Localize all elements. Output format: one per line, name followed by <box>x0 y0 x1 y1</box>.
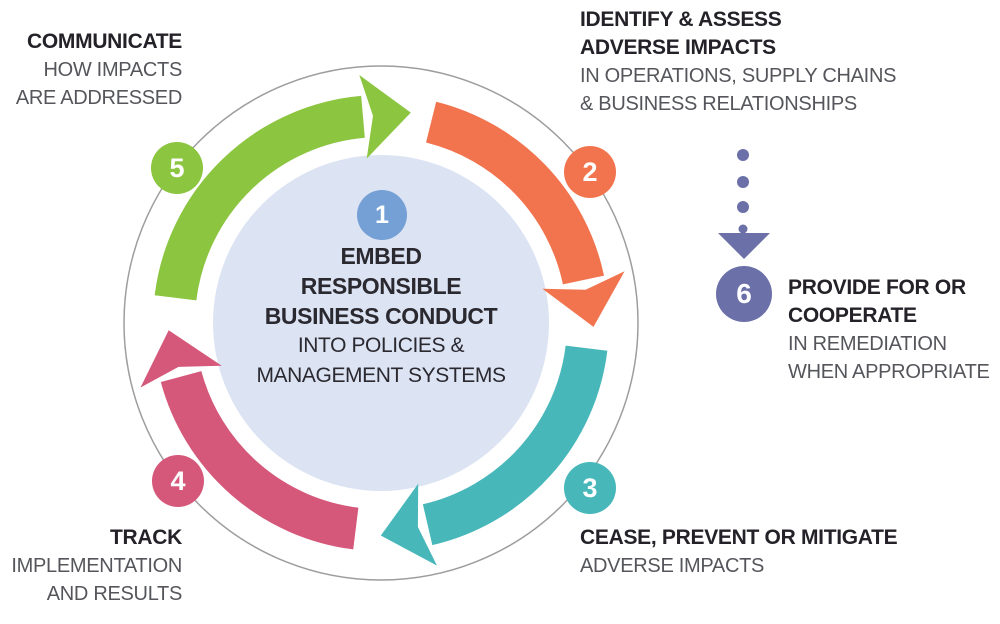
orange-arrowhead-icon <box>542 271 625 327</box>
teal-arrowhead-icon <box>380 483 437 566</box>
step-3-badge: 3 <box>564 462 616 514</box>
step-3-label: CEASE, PREVENT OR MITIGATE ADVERSE IMPAC… <box>580 524 898 580</box>
step-1-number: 1 <box>375 200 389 229</box>
step-2-subtitle-line: & BUSINESS RELATIONSHIPS <box>580 93 857 115</box>
step-2-title-line: IDENTIFY & ASSESS <box>580 8 782 31</box>
step-3-number: 3 <box>582 472 598 503</box>
step-4-number: 4 <box>170 465 186 496</box>
step-6-subtitle-line: IN REMEDIATION <box>788 333 947 355</box>
teal-arc <box>422 345 608 546</box>
step-6-badge: 6 <box>716 266 772 322</box>
step-2-label: IDENTIFY & ASSESS ADVERSE IMPACTS IN OPE… <box>580 6 896 118</box>
center-title-line: RESPONSIBLE <box>300 273 462 299</box>
step-5-title-line: COMMUNICATE <box>27 30 182 53</box>
dotted-connector <box>718 149 770 259</box>
orange-arc <box>425 101 605 285</box>
step-5-number: 5 <box>169 152 185 183</box>
connector-dot <box>737 201 749 213</box>
connector-dot <box>737 149 749 161</box>
step-5-subtitle-line: ARE ADDRESSED <box>15 87 182 109</box>
pink-arrowhead-icon <box>140 330 222 388</box>
step-2-badge: 2 <box>564 146 616 198</box>
step-2-number: 2 <box>582 156 598 187</box>
step-4-title-line: TRACK <box>110 526 182 549</box>
center-disc <box>213 155 549 491</box>
center-subtitle-line: INTO POLICIES & <box>297 334 465 357</box>
step-5-subtitle-line: HOW IMPACTS <box>43 59 182 81</box>
step-6-label: PROVIDE FOR OR COOPERATE IN REMEDIATION … <box>788 274 990 386</box>
step-6-number: 6 <box>736 278 752 309</box>
green-arc <box>154 95 366 301</box>
step-4-label: TRACK IMPLEMENTATION AND RESULTS <box>0 524 182 608</box>
step-6-title-line: PROVIDE FOR OR <box>788 276 966 299</box>
center-title-line: BUSINESS CONDUCT <box>264 303 498 329</box>
center-label: EMBED RESPONSIBLE BUSINESS CONDUCT INTO … <box>213 241 549 391</box>
center-subtitle-line: MANAGEMENT SYSTEMS <box>256 364 506 387</box>
step-3-title-line: CEASE, PREVENT OR MITIGATE <box>580 526 898 549</box>
step-2-title-line: ADVERSE IMPACTS <box>580 36 776 59</box>
outer-ring-circle <box>123 65 639 581</box>
step-5-badge: 5 <box>151 142 203 194</box>
step-6-subtitle-line: WHEN APPROPRIATE <box>788 361 990 383</box>
step-1-badge: 1 <box>357 190 407 240</box>
step-4-subtitle-line: AND RESULTS <box>46 583 183 605</box>
connector-arrowhead-icon <box>718 233 770 259</box>
center-title-line: EMBED <box>340 243 422 269</box>
pink-arc <box>160 370 359 550</box>
step-4-badge: 4 <box>152 455 204 507</box>
connector-dot <box>737 176 749 188</box>
step-4-subtitle-line: IMPLEMENTATION <box>11 555 182 577</box>
step-2-subtitle-line: IN OPERATIONS, SUPPLY CHAINS <box>580 65 897 87</box>
connector-dot <box>738 224 748 234</box>
step-3-subtitle-line: ADVERSE IMPACTS <box>580 555 765 577</box>
step-5-label: COMMUNICATE HOW IMPACTS ARE ADDRESSED <box>8 28 182 112</box>
step-6-title-line: COOPERATE <box>788 304 917 327</box>
green-arrowhead-icon <box>359 75 411 159</box>
